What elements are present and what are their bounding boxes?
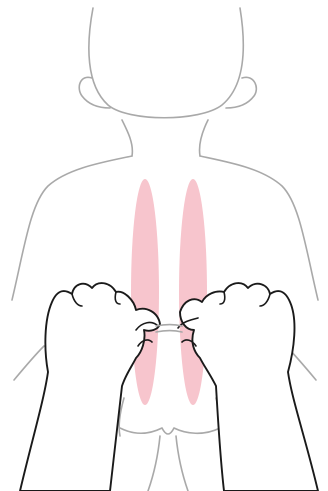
right-highlight-band bbox=[179, 179, 207, 405]
right-leg bbox=[176, 436, 188, 491]
left-arm-inner bbox=[14, 346, 44, 380]
neck-left bbox=[122, 120, 132, 156]
pinched-skin-line-2 bbox=[156, 331, 182, 333]
head-outline bbox=[89, 8, 243, 118]
left-shoulder bbox=[12, 156, 132, 300]
right-shoulder bbox=[200, 156, 318, 300]
right-ear bbox=[226, 77, 256, 108]
right-hand-shape bbox=[180, 283, 318, 491]
left-leg bbox=[148, 436, 160, 491]
spine-highlight-bands bbox=[131, 179, 207, 405]
left-highlight-band bbox=[131, 179, 159, 405]
hip-line bbox=[120, 428, 220, 434]
neck-right bbox=[199, 120, 208, 156]
pinched-skin-line-1 bbox=[156, 325, 182, 327]
